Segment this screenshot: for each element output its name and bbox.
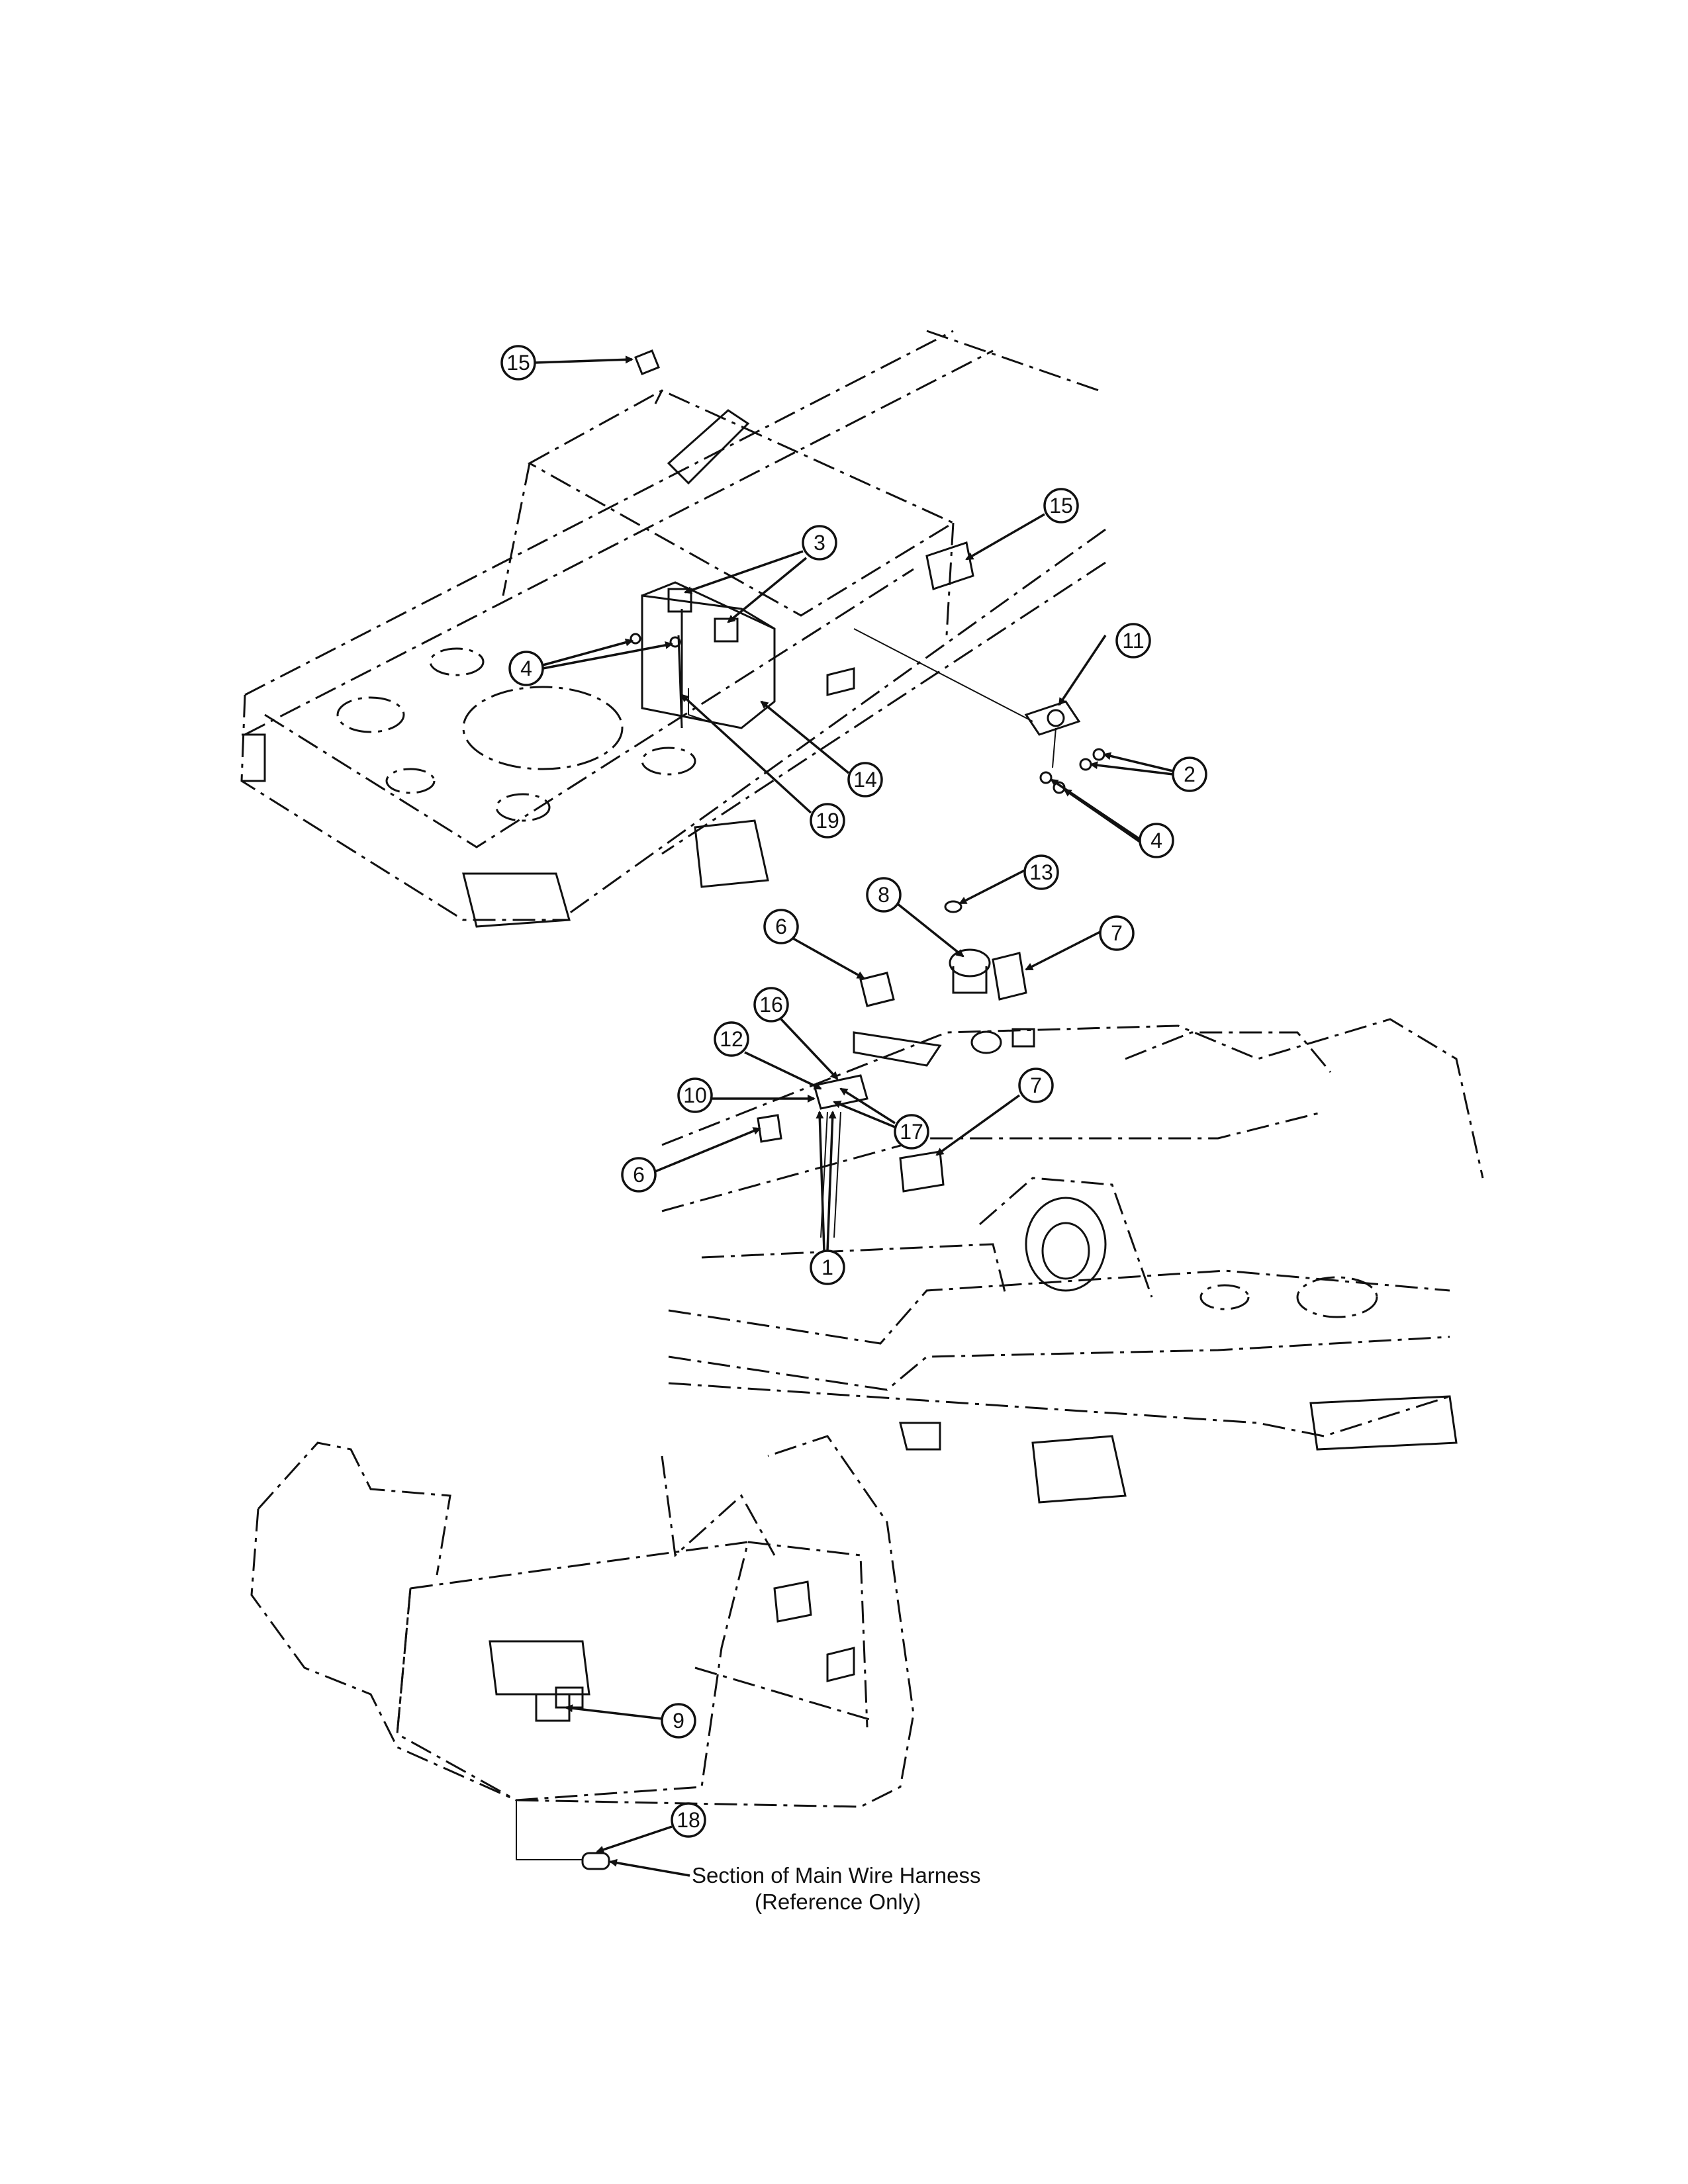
callout-7-upper: 7 (1099, 915, 1135, 951)
svg-text:15: 15 (1049, 494, 1073, 518)
svg-text:4: 4 (1150, 829, 1162, 852)
callout-7-lower: 7 (1018, 1068, 1054, 1103)
callout-8: 8 (866, 877, 902, 913)
svg-text:3: 3 (814, 531, 825, 555)
svg-text:13: 13 (1029, 860, 1053, 884)
svg-text:11: 11 (1122, 629, 1144, 653)
callout-13: 13 (1023, 854, 1059, 890)
svg-text:14: 14 (853, 768, 877, 792)
callout-14: 14 (847, 762, 883, 797)
svg-text:6: 6 (633, 1163, 645, 1187)
callout-12: 12 (714, 1021, 749, 1057)
caption-main-harness: Section of Main Wire Harness (692, 1863, 981, 1888)
svg-text:15: 15 (506, 351, 530, 375)
caption-reference-only: (Reference Only) (755, 1889, 921, 1914)
svg-text:17: 17 (900, 1120, 923, 1144)
svg-text:10: 10 (683, 1083, 707, 1107)
callout-15-right: 15 (1043, 488, 1079, 523)
callout-4-battery: 4 (508, 651, 544, 686)
callout-3: 3 (802, 525, 837, 561)
svg-text:4: 4 (520, 657, 532, 680)
upper-frame-assembly (240, 330, 1106, 928)
callout-6-upper: 6 (763, 909, 799, 944)
svg-text:18: 18 (677, 1808, 700, 1832)
callout-17: 17 (894, 1114, 929, 1150)
svg-text:6: 6 (775, 915, 787, 938)
middle-frame-assembly (661, 900, 1484, 1504)
callout-11: 11 (1115, 623, 1151, 659)
callout-16: 16 (753, 987, 789, 1023)
svg-text:16: 16 (759, 993, 783, 1017)
svg-text:7: 7 (1111, 921, 1123, 945)
svg-text:19: 19 (816, 809, 839, 833)
callout-1: 1 (810, 1250, 845, 1285)
callout-18: 18 (671, 1802, 706, 1838)
svg-text:2: 2 (1184, 762, 1196, 786)
svg-text:12: 12 (720, 1027, 743, 1051)
callout-10: 10 (677, 1077, 713, 1113)
lower-frame-assembly (250, 1435, 915, 1870)
svg-text:8: 8 (878, 883, 890, 907)
callout-2: 2 (1172, 756, 1207, 792)
svg-text:7: 7 (1030, 1073, 1042, 1097)
callout-19: 19 (810, 803, 845, 839)
callout-15-top: 15 (500, 345, 536, 381)
callout-leaders (534, 355, 1174, 1877)
svg-text:9: 9 (673, 1709, 684, 1733)
svg-text:1: 1 (821, 1255, 833, 1279)
callout-9: 9 (661, 1703, 696, 1739)
callout-4-solenoid: 4 (1139, 823, 1174, 858)
callout-balloons: 15 15 3 4 14 19 11 2 (500, 345, 1207, 1838)
callout-6-lower: 6 (621, 1157, 657, 1193)
